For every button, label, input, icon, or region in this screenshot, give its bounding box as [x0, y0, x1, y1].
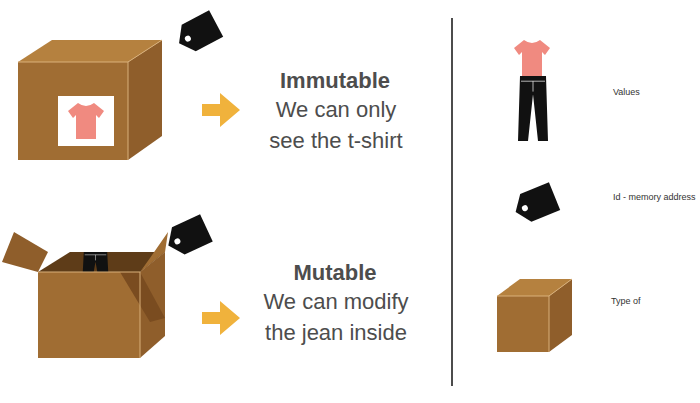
legend-label: Values [613, 86, 640, 98]
jeans-icon [518, 76, 548, 141]
legend-label: Id - memory address [613, 191, 696, 203]
divider-line [451, 18, 453, 386]
arrow-shape [202, 93, 240, 127]
description: We can modify the jean inside [255, 286, 417, 348]
closed-box [18, 40, 162, 160]
open-box [2, 232, 168, 358]
heading: Immutable [255, 68, 415, 94]
heading: Mutable [255, 260, 415, 286]
id-tag [172, 10, 223, 56]
tshirt-icon [514, 40, 550, 76]
arrow-shape [202, 301, 240, 335]
type-cube [497, 279, 572, 352]
legend-label: Type of [611, 295, 641, 307]
description: We can only see the t-shirt [255, 94, 417, 156]
id-tag [510, 182, 560, 226]
id-tag [162, 214, 213, 259]
